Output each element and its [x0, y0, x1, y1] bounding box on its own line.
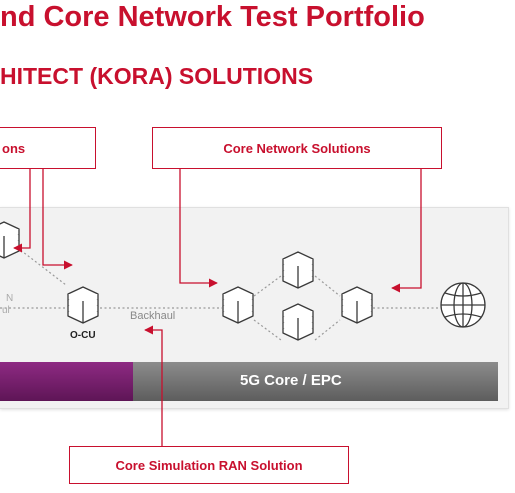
server-stack-icon [282, 303, 314, 341]
core-simulation-ran-callout: Core Simulation RAN Solution [69, 446, 349, 484]
server-stack-icon [0, 221, 20, 259]
page-subtitle: HITECT (KORA) SOLUTIONS [0, 63, 314, 89]
core-network-solutions-callout: Core Network Solutions [152, 127, 442, 169]
server-stack-icon [67, 286, 99, 324]
backhaul-label: Backhaul [130, 310, 176, 322]
cut-label: N [6, 293, 14, 304]
cut-label: ul [2, 305, 10, 316]
ran-bar [0, 362, 133, 401]
server-stack-icon [341, 286, 373, 324]
ran-solutions-callout: ons [0, 127, 96, 169]
ocu-node-label: O-CU [70, 330, 96, 341]
server-stack-icon [222, 286, 254, 324]
callout-connectors [13, 168, 422, 446]
core-bar [133, 362, 498, 401]
link-lines [0, 241, 438, 341]
globe-icon [440, 282, 486, 328]
core-bar-label: 5G Core / EPC [240, 372, 342, 389]
server-stack-icon [282, 251, 314, 289]
page-title: nd Core Network Test Portfolio [0, 1, 425, 33]
